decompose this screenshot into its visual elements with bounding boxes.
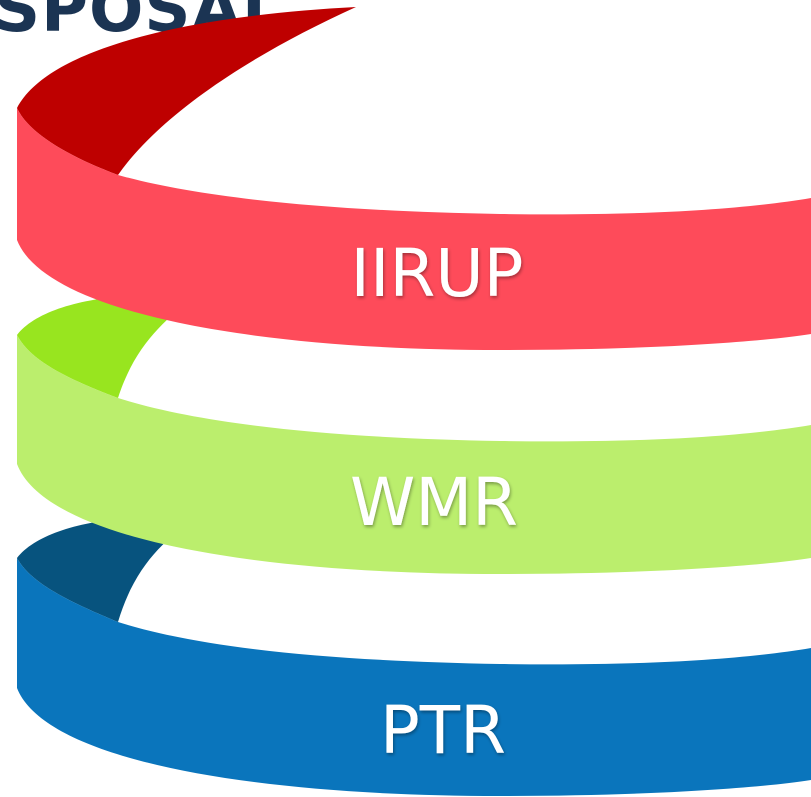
band-ptr: PTR <box>17 516 811 796</box>
band-iirup-front <box>17 108 811 350</box>
band-iirup-label: IIRUP <box>351 235 524 312</box>
band-wmr-back <box>17 294 195 398</box>
band-ptr-label: PTR <box>380 692 506 769</box>
band-iirup-back <box>17 7 356 175</box>
band-iirup: IIRUP <box>17 7 811 350</box>
band-ptr-back <box>17 516 195 622</box>
band-wmr-label: WMR <box>350 464 518 541</box>
band-wmr: WMR <box>17 294 811 574</box>
band-wmr-front <box>17 335 811 574</box>
band-ptr-front <box>17 558 811 796</box>
